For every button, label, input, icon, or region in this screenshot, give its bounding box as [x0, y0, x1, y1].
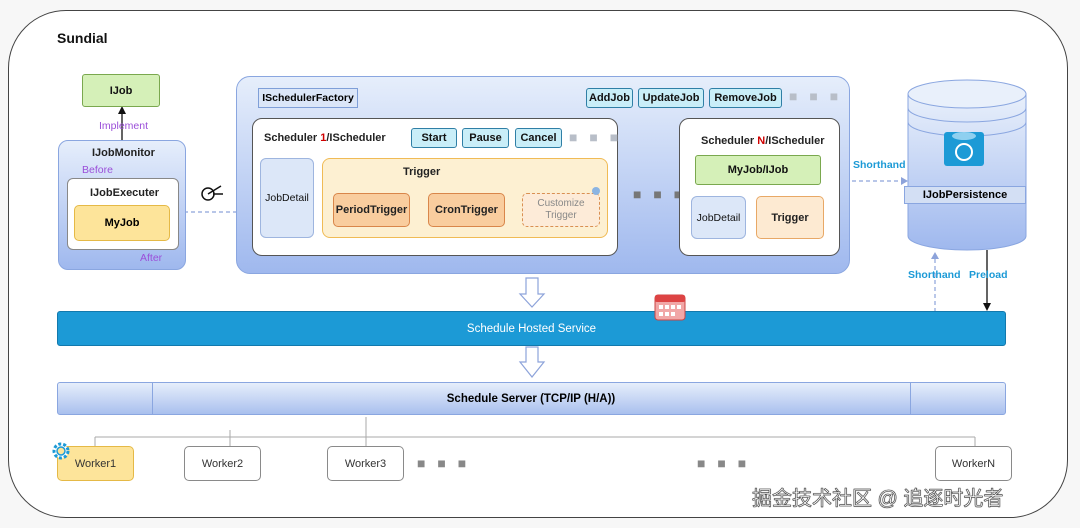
myjob-box: MyJob — [74, 205, 170, 241]
schedule-server-label: Schedule Server (TCP/IP (H/A)) — [446, 392, 616, 405]
user-icon — [592, 187, 600, 195]
trigger-title: Trigger — [403, 166, 441, 178]
start-button[interactable]: Start — [411, 128, 457, 148]
crontrigger-box: CronTrigger — [428, 193, 505, 227]
before-label: Before — [82, 164, 113, 176]
scheduler1-jobdetail: JobDetail — [260, 158, 314, 238]
ischedulerfactory-label: ISchedulerFactory — [258, 88, 358, 108]
removejob-button[interactable]: RemoveJob — [709, 88, 782, 108]
ijobpersistence-label: IJobPersistence — [904, 186, 1026, 204]
worker-dots-2: ■ ■ ■ — [697, 455, 751, 471]
schedulers-more-dots: ■ ■ ■ — [633, 186, 687, 202]
ijob-box: IJob — [82, 74, 160, 107]
addjob-button[interactable]: AddJob — [586, 88, 633, 108]
updatejob-button[interactable]: UpdateJob — [638, 88, 704, 108]
schedulerN-title: Scheduler N/IScheduler — [701, 135, 825, 147]
database-cylinder — [907, 79, 1027, 251]
calendar-icon — [654, 294, 686, 321]
ijobexecuter-title: IJobExecuter — [90, 187, 160, 199]
schedule-hosted-service: Schedule Hosted Service — [57, 311, 1006, 346]
after-label: After — [140, 252, 163, 264]
pointer-icon — [201, 185, 223, 201]
cancel-button[interactable]: Cancel — [515, 128, 562, 148]
server-divider-left — [152, 382, 153, 415]
shorthand-top-label: Shorthand — [853, 159, 906, 171]
schedule-server-bar — [57, 382, 1006, 415]
factory-more-dots: ■ ■ ■ — [789, 88, 843, 104]
schedulerN-myjob: MyJob/IJob — [695, 155, 821, 185]
worker-dots-1: ■ ■ ■ — [417, 455, 471, 471]
scheduler1-more-dots: ■ ■ ■ — [569, 129, 623, 145]
worker3: Worker3 — [327, 446, 404, 481]
implement-label: Implement — [99, 120, 149, 132]
customize-trigger-box: Customize Trigger — [522, 193, 600, 227]
gear-icon — [52, 442, 70, 460]
scheduler1-title: Scheduler 1/IScheduler — [264, 132, 386, 144]
periodtrigger-box: PeriodTrigger — [333, 193, 410, 227]
schedulerN-trigger: Trigger — [756, 196, 824, 239]
ijobmonitor-title: IJobMonitor — [92, 147, 155, 159]
worker1: Worker1 — [57, 446, 134, 481]
watermark: 掘金技术社区 @ 追逐时光者 — [752, 488, 1004, 511]
workerN: WorkerN — [935, 446, 1012, 481]
worker2: Worker2 — [184, 446, 261, 481]
pause-button[interactable]: Pause — [462, 128, 509, 148]
diagram-title: Sundial — [57, 30, 108, 46]
shorthand-bottom-label: Shorthand — [908, 269, 961, 281]
preload-label: Preload — [969, 269, 1008, 281]
server-divider-right — [910, 382, 911, 415]
schedulerN-jobdetail: JobDetail — [691, 196, 746, 239]
